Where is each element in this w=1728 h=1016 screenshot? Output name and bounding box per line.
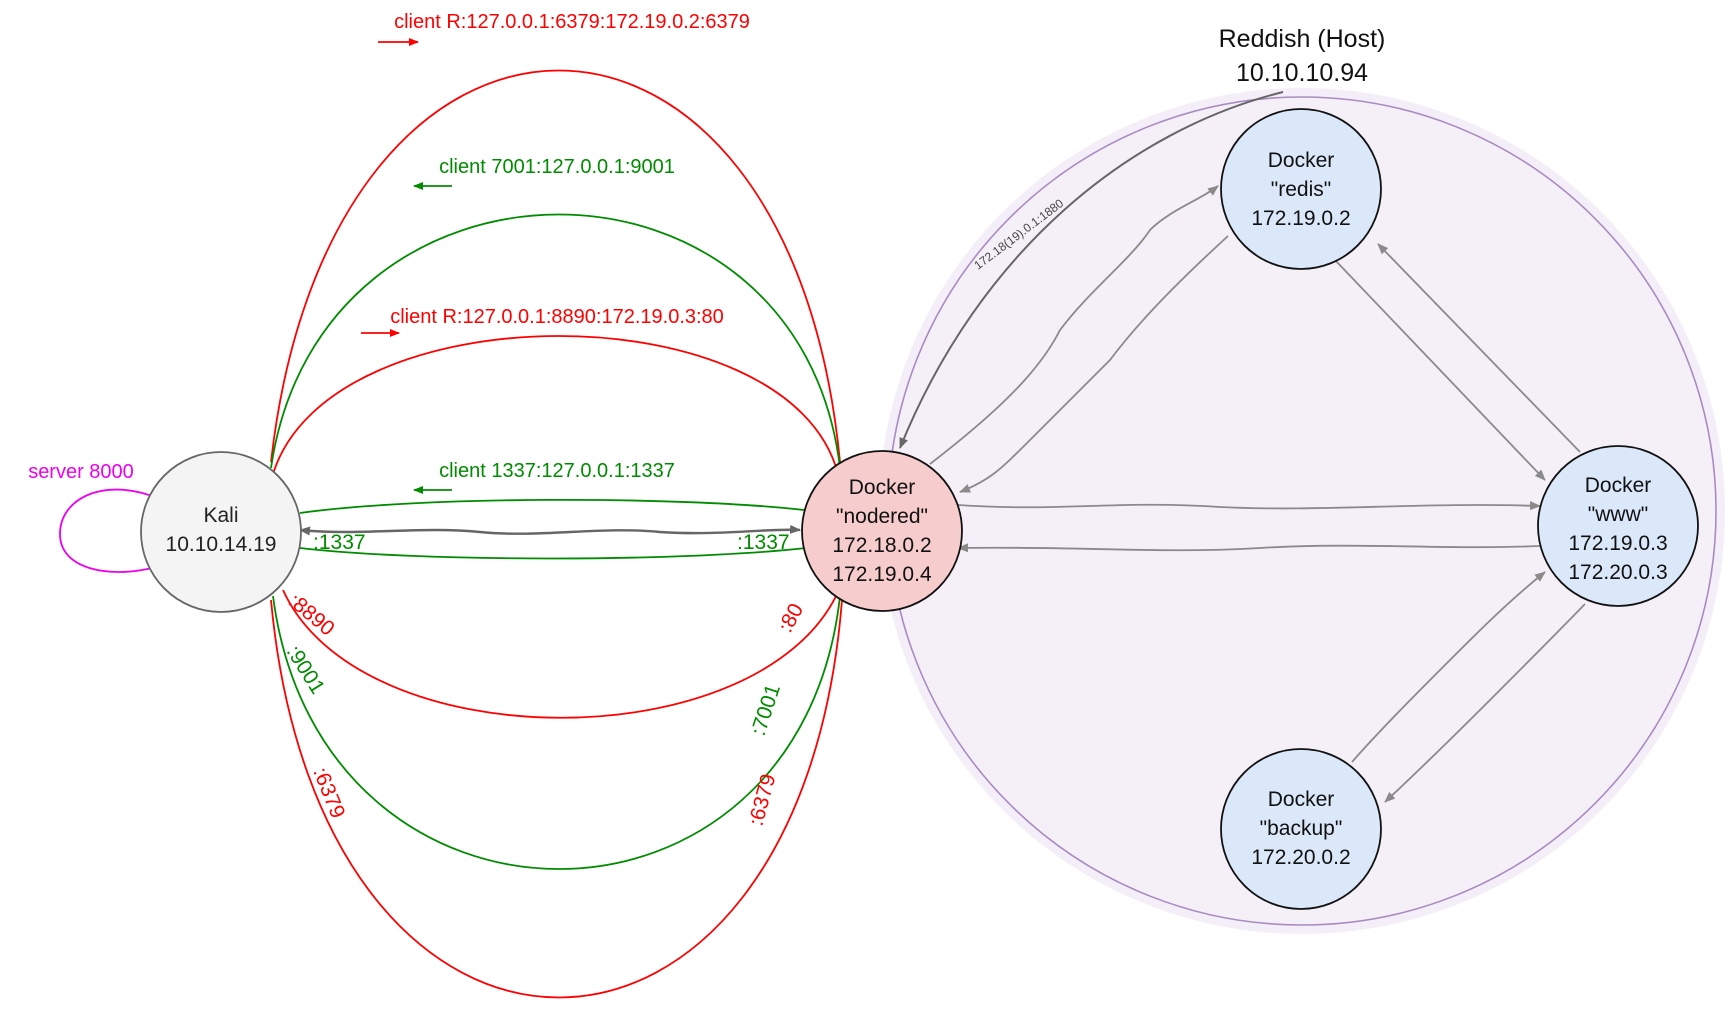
port-nodered-80: :80: [774, 600, 808, 637]
kali-ip: 10.10.14.19: [166, 533, 277, 556]
edge-redis-to-www: [1334, 259, 1546, 481]
node-redis: Docker "redis" 172.19.0.2: [1220, 108, 1382, 270]
edge-host-to-nodered: [899, 91, 1284, 449]
redis-ip: 172.19.0.2: [1251, 207, 1350, 230]
tunnel-direction-arrows: [361, 38, 452, 494]
www-name: Docker: [1585, 474, 1652, 497]
nodered-alias: "nodered": [836, 505, 928, 528]
host-ip: 10.10.10.94: [1236, 59, 1368, 87]
edge-server-loop: [59, 488, 153, 573]
www-ip1: 172.19.0.3: [1568, 532, 1667, 555]
edge-www-to-redis: [1377, 243, 1581, 453]
www-circle: [1537, 445, 1699, 607]
port-kali-1337: :1337: [313, 531, 366, 554]
host-title: Reddish (Host): [1219, 25, 1386, 53]
node-www: Docker "www" 172.19.0.3 172.20.0.3: [1537, 445, 1699, 607]
edge-redis-to-nodered: [959, 235, 1229, 493]
node-kali: Kali 10.10.14.19: [140, 451, 302, 613]
nodered-ip1: 172.18.0.2: [832, 534, 931, 557]
edge-r8890-upper: [272, 335, 839, 475]
redis-circle: [1220, 108, 1382, 270]
edge-l1337-lower: [299, 547, 807, 560]
edge-l7001-upper: [270, 213, 841, 469]
redis-alias: "redis": [1271, 178, 1331, 201]
edge-r8890-lower: [282, 589, 839, 719]
port-nodered-7001: :7001: [747, 681, 785, 738]
edge-l7001-lower: [272, 595, 841, 870]
port-nodered-6379: :6379: [745, 772, 781, 829]
internal-edges: [899, 91, 1586, 803]
edge-www-to-backup: [1384, 603, 1586, 803]
edge-nodered-to-www: [957, 501, 1541, 511]
backup-circle: [1220, 748, 1382, 910]
edge-nodered-to-redis: [929, 185, 1219, 465]
port-kali-9001: :9001: [282, 641, 329, 698]
edge-r6379-lower: [270, 599, 843, 999]
redis-name: Docker: [1268, 149, 1335, 172]
port-nodered-1337: :1337: [737, 531, 790, 554]
label-server: server 8000: [28, 461, 134, 483]
node-nodered: Docker "nodered" 172.18.0.2 172.19.0.4: [801, 450, 963, 612]
kali-name: Kali: [203, 504, 238, 527]
label-l1337: client 1337:127.0.0.1:1337: [439, 460, 675, 482]
nodered-name: Docker: [849, 476, 916, 499]
nodered-ip2: 172.19.0.4: [832, 563, 932, 586]
tunnel-edges: [270, 69, 843, 999]
label-r8890: client R:127.0.0.1:8890:172.19.0.3:80: [390, 306, 724, 328]
port-labels: :1337 :1337 :8890 :80 :9001 :7001 :6379 …: [282, 531, 808, 828]
node-backup: Docker "backup" 172.20.0.2: [1220, 748, 1382, 910]
label-l7001: client 7001:127.0.0.1:9001: [439, 156, 675, 178]
nodered-circle: [801, 450, 963, 612]
www-ip2: 172.20.0.3: [1568, 561, 1667, 584]
edge-backup-to-www: [1351, 571, 1546, 763]
label-r6379: client R:127.0.0.1:6379:172.19.0.2:6379: [394, 11, 750, 33]
host-cluster: Reddish (Host) 10.10.10.94: [879, 25, 1725, 934]
tunnel-labels: client R:127.0.0.1:6379:172.19.0.2:6379 …: [28, 11, 750, 483]
edge-l1337-upper: [299, 498, 805, 514]
backup-alias: "backup": [1260, 817, 1343, 840]
edge-www-to-nodered: [957, 543, 1541, 553]
backup-ip: 172.20.0.2: [1251, 846, 1350, 869]
edge-kali-nodered-direct: [299, 524, 801, 536]
kali-circle: [140, 451, 302, 613]
www-alias: "www": [1588, 503, 1648, 526]
backup-name: Docker: [1268, 788, 1335, 811]
edge-r6379-upper: [270, 69, 841, 463]
